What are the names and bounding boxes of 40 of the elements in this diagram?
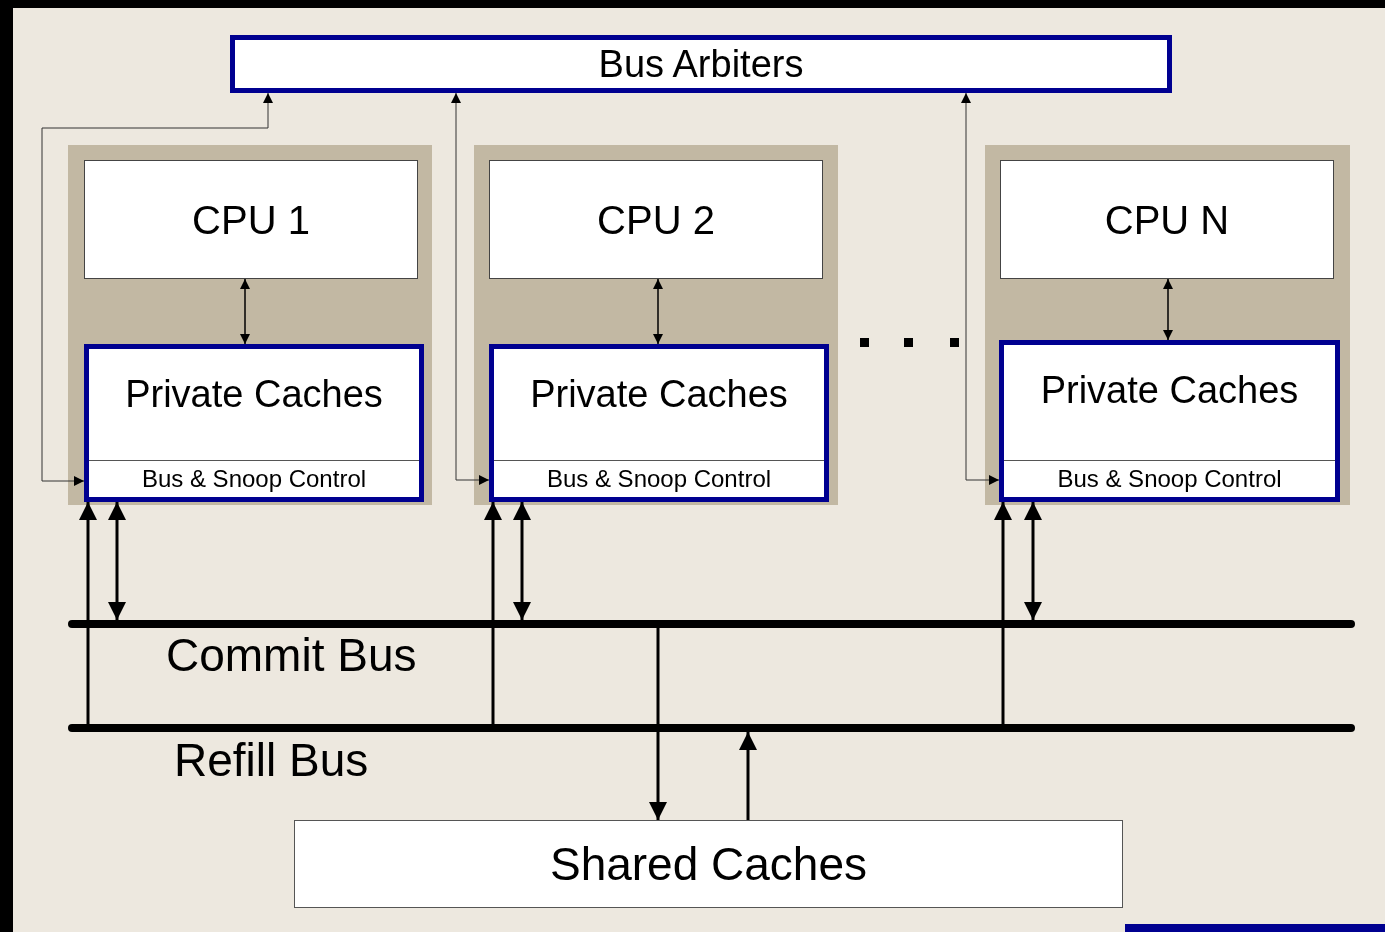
bus-bar — [68, 620, 1355, 628]
cpu-box — [489, 160, 823, 279]
connector-arrow — [649, 628, 667, 820]
connector-arrow — [1163, 278, 1173, 341]
bus-bar — [68, 724, 1355, 732]
connector-arrow — [240, 278, 250, 345]
box-label: Bus Arbiters — [598, 45, 804, 83]
shared-cache-box — [294, 820, 1123, 908]
connector-arrow — [961, 92, 1000, 485]
cache-title: Private Caches — [1040, 371, 1299, 409]
cpu-box — [84, 160, 418, 279]
connector-arrow — [108, 502, 126, 620]
connector-arrow — [1024, 502, 1042, 620]
connector-arrow — [79, 502, 97, 724]
control-row: Bus & Snoop Control — [89, 460, 419, 497]
connector-arrow — [451, 92, 490, 485]
cpu-panel — [68, 145, 432, 505]
box-label: CPU N — [1104, 199, 1230, 240]
bus-label: Commit Bus — [166, 632, 417, 678]
control-row: Bus & Snoop Control — [494, 460, 824, 497]
cpu-panel — [474, 145, 838, 505]
cache-title: Private Caches — [125, 375, 383, 413]
box-label: CPU 1 — [192, 199, 310, 240]
cache-title: Private Caches — [530, 375, 788, 413]
cache-box — [489, 344, 829, 502]
connector-arrow — [484, 502, 502, 724]
cpu-box — [1000, 160, 1334, 279]
bus-label: Refill Bus — [174, 737, 369, 783]
box-label: Shared Caches — [549, 841, 868, 887]
connector-arrow — [653, 278, 663, 345]
connector-arrow — [41, 92, 273, 486]
arbiter-box — [230, 35, 1172, 93]
connector-arrow — [739, 732, 757, 820]
cache-box — [84, 344, 424, 502]
connector-arrow — [994, 502, 1012, 724]
connector-arrow — [513, 502, 531, 620]
cpu-panel — [985, 145, 1350, 505]
control-row: Bus & Snoop Control — [1004, 460, 1335, 497]
cache-box — [999, 340, 1340, 502]
box-label: CPU 2 — [597, 199, 715, 240]
